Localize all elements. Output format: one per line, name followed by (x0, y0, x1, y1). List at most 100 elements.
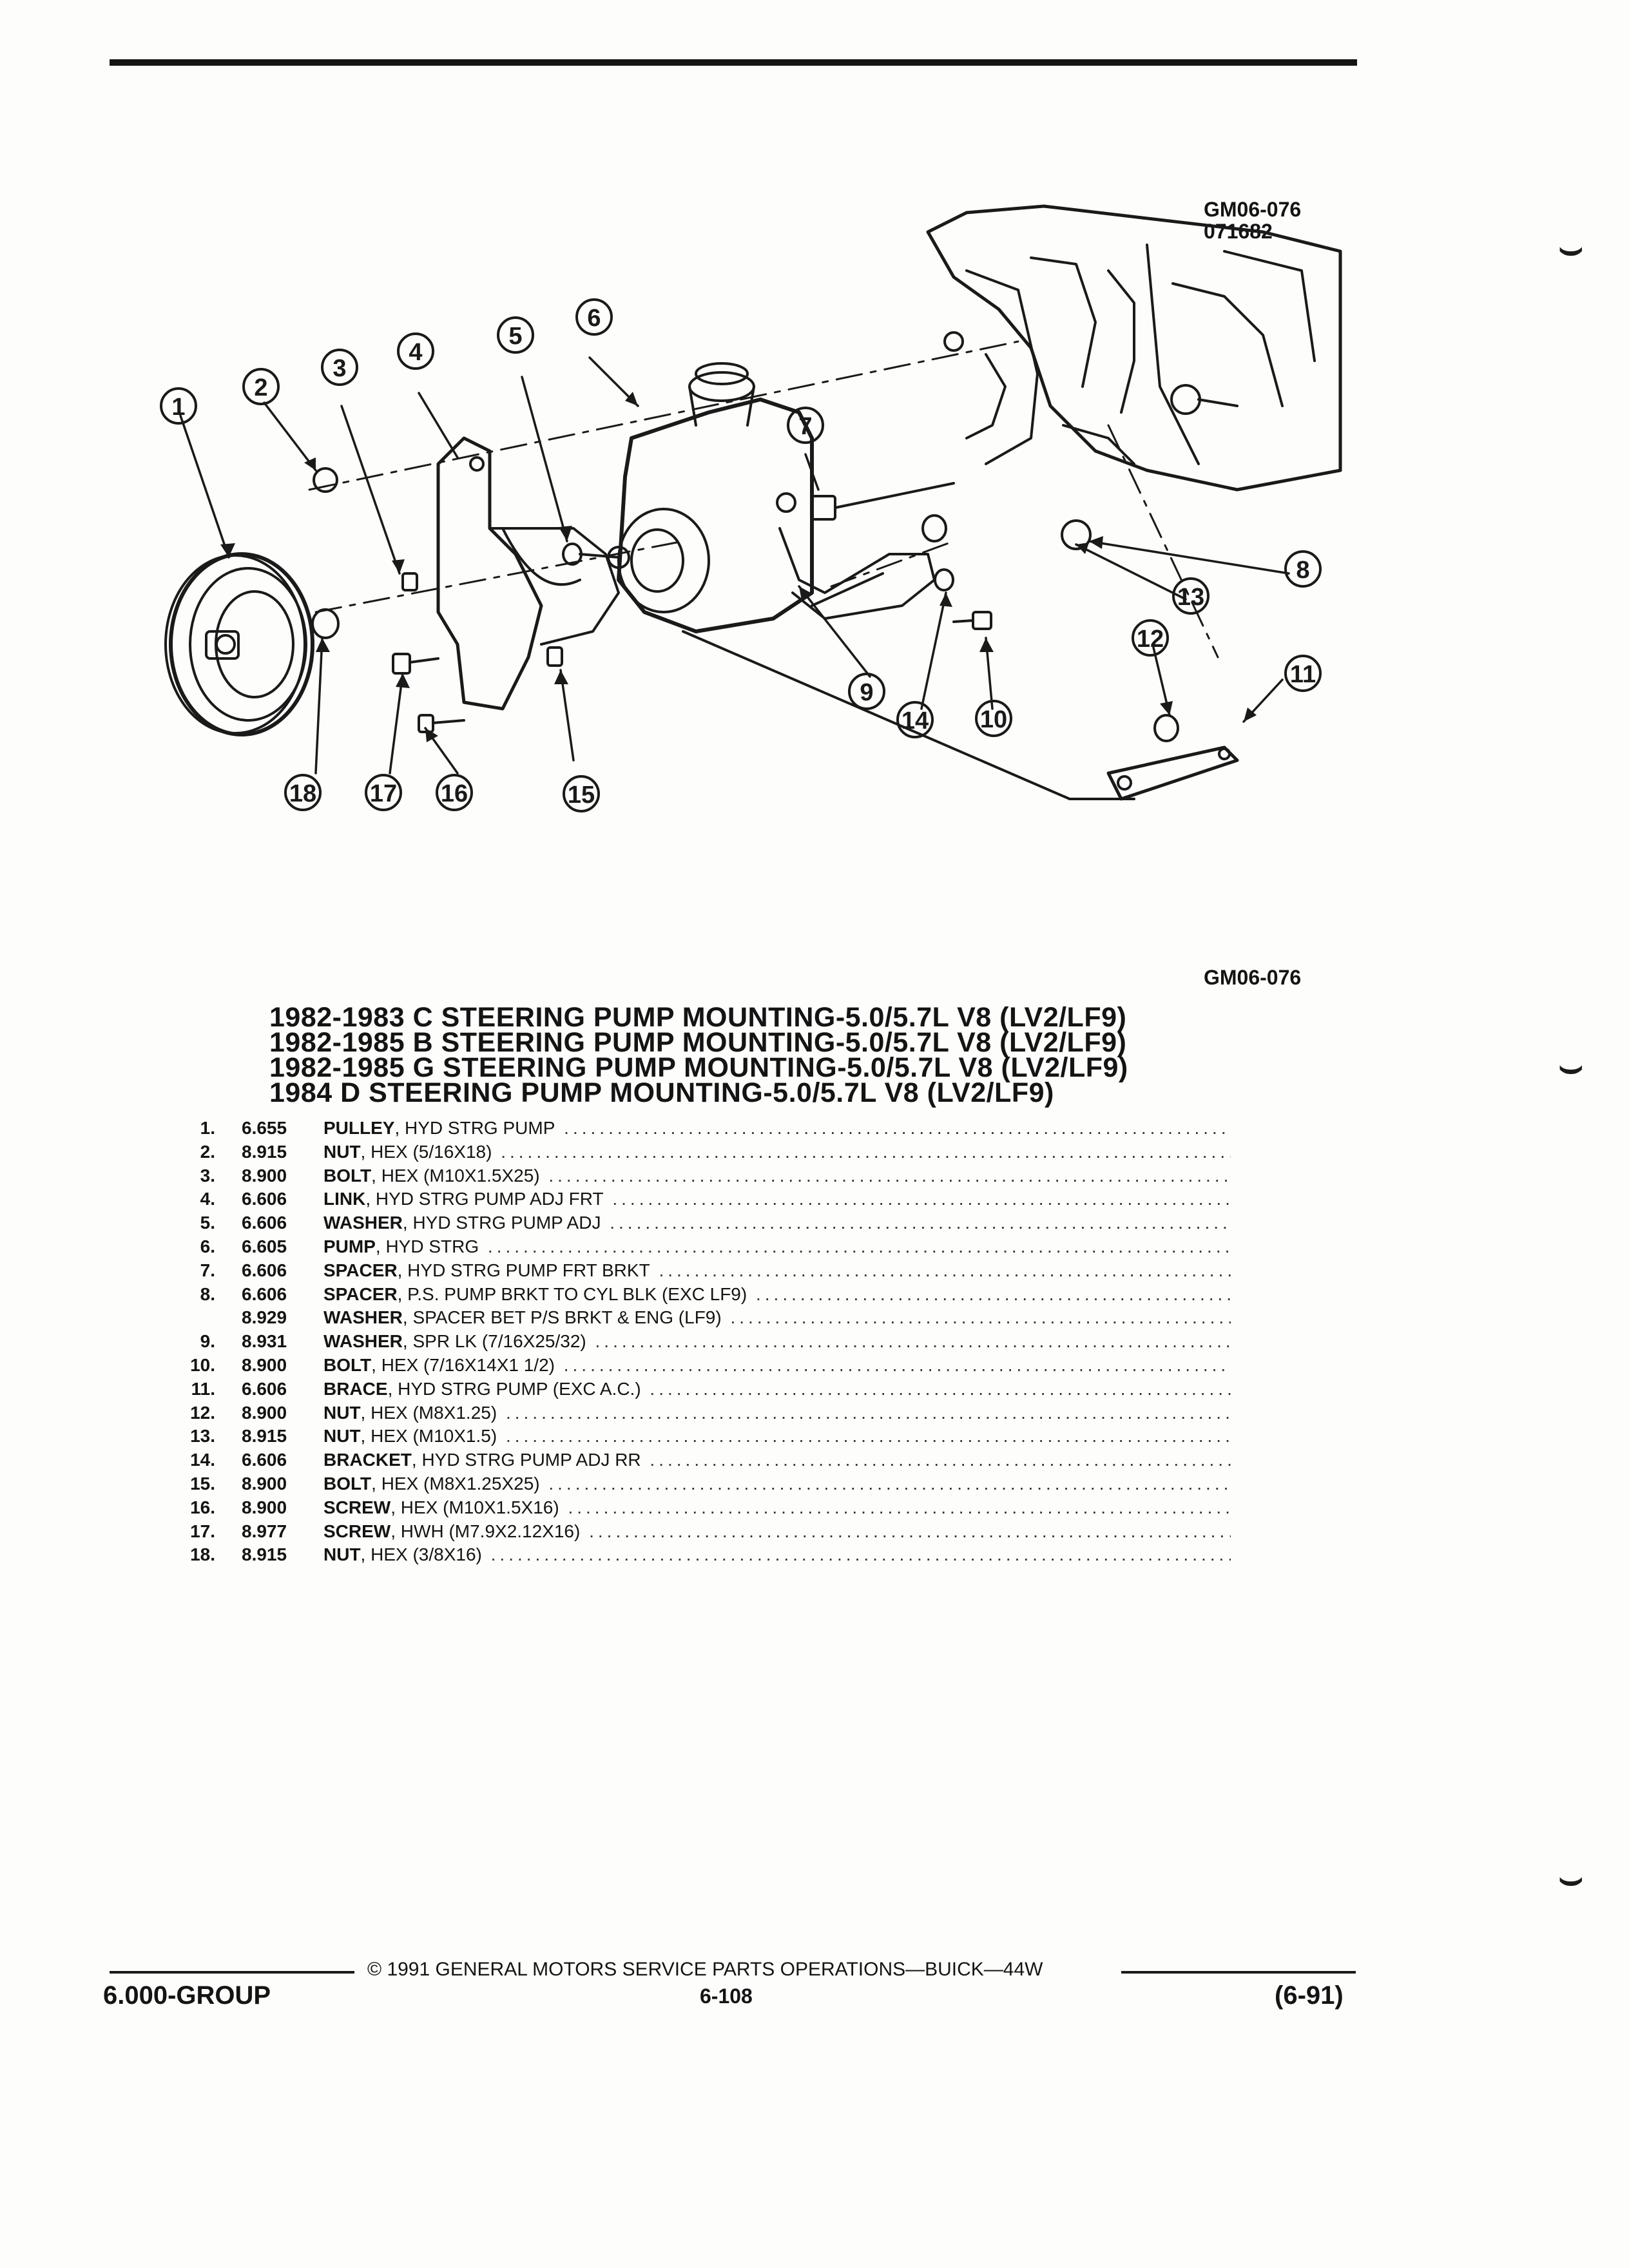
revision-date: (6-91) (1275, 1981, 1344, 2010)
part-name: NUT (323, 1141, 361, 1162)
leader-dots: ........................................… (505, 1426, 1231, 1446)
part-detail: , HEX (M8X1.25X25) (371, 1473, 540, 1494)
part-description: WASHER, SPR LK (7/16X25/32) ............… (323, 1330, 1231, 1354)
part-name: NUT (323, 1402, 361, 1423)
part-description: WASHER, HYD STRG PUMP ADJ ..............… (323, 1211, 1231, 1235)
part-group-code: 6.606 (242, 1260, 287, 1280)
part-description: BOLT, HEX (7/16X14X1 1/2) ..............… (323, 1354, 1231, 1378)
part-group-code: 8.900 (242, 1165, 287, 1186)
callout-label: 7 (798, 413, 812, 440)
part-detail: , HEX (M10X1.5X25) (371, 1165, 540, 1186)
leader-dots: ........................................… (548, 1473, 1231, 1494)
section-title: 1982-1985 G STEERING PUMP MOUNTING-5.0/5… (269, 1052, 1128, 1083)
part-detail: , HEX (7/16X14X1 1/2) (371, 1354, 555, 1375)
part-group-code: 8.931 (242, 1331, 287, 1352)
part-name: NUT (323, 1426, 361, 1446)
part-name: PUMP (323, 1236, 376, 1256)
leader-dots: ........................................… (659, 1260, 1231, 1280)
part-group-code: 8.900 (242, 1497, 287, 1517)
section-title: 1982-1983 C STEERING PUMP MOUNTING-5.0/5… (269, 1002, 1127, 1033)
leader-dots: ........................................… (595, 1331, 1231, 1352)
callout-label: 18 (289, 780, 316, 807)
part-description: NUT, HEX (3/8X16) ......................… (323, 1543, 1231, 1567)
leader-dots: ........................................… (568, 1497, 1231, 1517)
leader-dots: ........................................… (650, 1450, 1231, 1470)
callout-label: 15 (568, 782, 595, 809)
part-number: 3. (200, 1165, 215, 1186)
part-description: BRACE, HYD STRG PUMP (EXC A.C.) ........… (323, 1378, 1231, 1401)
part-detail: , HYD STRG PUMP ADJ RR (411, 1450, 641, 1470)
part-number: 18. (190, 1544, 215, 1565)
part-detail: , HYD STRG (375, 1236, 479, 1256)
part-name: WASHER (323, 1213, 403, 1233)
binding-mark: ⌣ (1558, 1044, 1584, 1089)
leader-dots: ........................................… (755, 1283, 1231, 1304)
section-titles: 1982-1983 C STEERING PUMP MOUNTING-5.0/5… (269, 1002, 1236, 1108)
part-number: 2. (200, 1141, 215, 1162)
part-group-code: 8.915 (242, 1544, 287, 1565)
part-number: 11. (191, 1378, 215, 1399)
part-detail: , HEX (5/16X18) (360, 1141, 492, 1162)
leader-dots: ........................................… (612, 1189, 1231, 1209)
callout-label: 2 (254, 374, 267, 401)
part-group-code: 8.929 (242, 1307, 287, 1328)
leader-dots: ........................................… (589, 1521, 1231, 1541)
part-description: SPACER, HYD STRG PUMP FRT BRKT .........… (323, 1259, 1231, 1283)
part-name: NUT (323, 1544, 361, 1565)
binding-mark: ⌣ (1558, 1856, 1584, 1901)
part-number: 16. (190, 1497, 215, 1517)
part-number: 8. (200, 1283, 215, 1304)
part-group-code: 8.900 (242, 1473, 287, 1494)
part-detail: , HYD STRG PUMP (EXC A.C.) (387, 1378, 641, 1399)
callout-label: 5 (508, 323, 522, 350)
callout-label: 13 (1177, 584, 1204, 611)
part-group-code: 6.606 (242, 1450, 287, 1470)
part-group-code: 8.900 (242, 1402, 287, 1423)
callout-label: 12 (1137, 626, 1164, 653)
part-number: 12. (190, 1402, 215, 1423)
leader-dots: ........................................… (548, 1165, 1231, 1186)
leader-dots: ........................................… (490, 1544, 1231, 1565)
part-number: 5. (200, 1213, 215, 1233)
callout-label: 16 (441, 780, 468, 807)
part-detail: , HYD STRG PUMP FRT BRKT (397, 1260, 650, 1280)
part-detail: , HYD STRG PUMP (394, 1118, 555, 1138)
part-description: SPACER, P.S. PUMP BRKT TO CYL BLK (EXC L… (323, 1283, 1231, 1307)
part-number: 15. (190, 1473, 215, 1494)
part-detail: , HYD STRG PUMP ADJ FRT (365, 1189, 604, 1209)
callout-label: 17 (370, 780, 397, 807)
part-name: WASHER (323, 1331, 403, 1352)
part-name: SCREW (323, 1497, 391, 1517)
section-title: 1984 D STEERING PUMP MOUNTING-5.0/5.7L V… (269, 1077, 1054, 1108)
part-number: 7. (200, 1260, 215, 1280)
leader-dots: ........................................… (650, 1378, 1231, 1399)
footer-rule-right (1121, 1971, 1356, 1974)
part-number: 6. (200, 1236, 215, 1256)
page-number: 6-108 (700, 1984, 753, 2008)
callout-label: 14 (901, 707, 929, 735)
part-description: BOLT, HEX (M10X1.5X25) .................… (323, 1164, 1231, 1188)
part-number: 13. (190, 1426, 215, 1446)
part-group-code: 8.900 (242, 1354, 287, 1375)
part-name: BOLT (323, 1354, 372, 1375)
part-description: SCREW, HEX (M10X1.5X16) ................… (323, 1496, 1231, 1520)
part-description: PULLEY, HYD STRG PUMP ..................… (323, 1117, 1231, 1140)
leader-dots: ........................................… (501, 1141, 1231, 1162)
part-name: SCREW (323, 1521, 391, 1541)
part-description: LINK, HYD STRG PUMP ADJ FRT ............… (323, 1187, 1231, 1211)
callout-label: 9 (860, 679, 873, 706)
callout-label: 8 (1296, 557, 1309, 584)
part-name: BOLT (323, 1165, 372, 1186)
part-name: SPACER (323, 1260, 398, 1280)
leader-dots: ........................................… (564, 1118, 1231, 1138)
part-description: NUT, HEX (M10X1.5) .....................… (323, 1425, 1231, 1448)
part-detail: , HEX (M10X1.5) (360, 1426, 497, 1446)
